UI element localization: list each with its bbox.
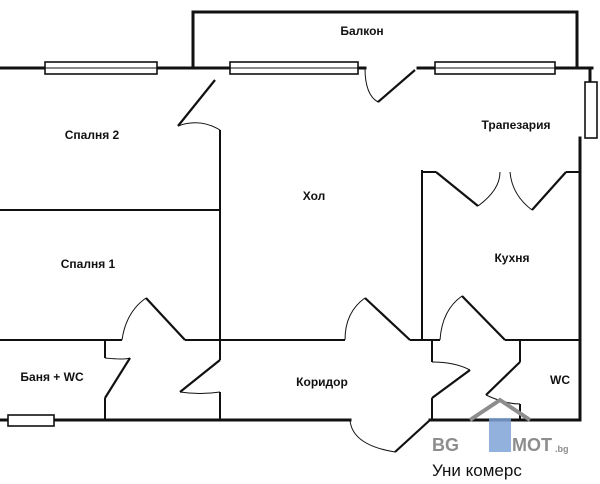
door-bedroom2 xyxy=(177,79,216,127)
door-entrance xyxy=(394,419,431,453)
logo-mot-text: MOT xyxy=(512,435,552,455)
door-kitchen-lower xyxy=(461,295,506,341)
logo-bg-text: BG xyxy=(432,435,459,455)
balcony-wall xyxy=(191,10,579,70)
walls xyxy=(0,10,594,422)
door-kitchen-lower-swing xyxy=(439,295,463,341)
door-kitchen-left xyxy=(435,171,479,207)
door-bedroom1 xyxy=(145,297,186,341)
label-balcony: Балкон xyxy=(340,24,383,38)
door-corridor-left-swing xyxy=(179,391,221,394)
watermark-logo: BG MOT .bg xyxy=(432,397,569,455)
door-kitchen-left-swing xyxy=(477,171,501,207)
logo-roof-icon xyxy=(468,397,532,422)
door-bedroom2-swing xyxy=(177,122,221,131)
label-bedroom2: Спалня 2 xyxy=(65,128,120,142)
door-hall-swing xyxy=(344,297,366,341)
door-balcony-swing xyxy=(364,67,379,103)
door-corridor-left xyxy=(179,359,221,393)
company-name: Уни комерс xyxy=(432,461,522,480)
label-hall: Хол xyxy=(303,189,326,203)
label-kitchen: Кухня xyxy=(494,251,529,265)
door-bedroom1-swing xyxy=(121,297,147,341)
label-bath: Баня + WC xyxy=(20,370,84,384)
door-hall xyxy=(364,297,411,341)
label-wc: WC xyxy=(550,373,570,387)
door-kitchen-right xyxy=(531,171,567,211)
windows xyxy=(7,61,598,427)
door-bath xyxy=(104,357,131,399)
door-entrance-swing xyxy=(349,419,396,453)
door-corridor-right-swing xyxy=(431,361,471,371)
window-bath xyxy=(7,414,55,427)
doors xyxy=(104,67,567,453)
label-corridor: Коридор xyxy=(296,375,348,389)
label-dining: Трапезария xyxy=(482,118,551,132)
door-balcony xyxy=(377,69,416,103)
door-kitchen-right-swing xyxy=(509,171,533,211)
window-dining-side xyxy=(584,81,598,139)
door-bath-swing xyxy=(104,357,131,360)
door-corridor-right xyxy=(431,369,471,399)
label-bedroom1: Спалня 1 xyxy=(61,257,116,271)
door-wc xyxy=(485,361,521,396)
room-labels: Балкон Спалня 2 Трапезария Хол Кухня Спа… xyxy=(20,24,570,389)
logo-bg-domain: .bg xyxy=(555,444,569,454)
logo-house-icon xyxy=(489,418,511,452)
